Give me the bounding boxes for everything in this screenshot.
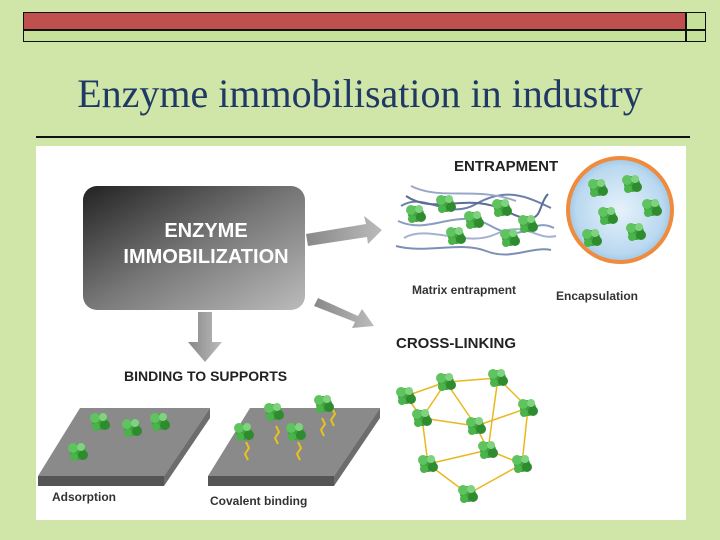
arrow-to-binding: [188, 312, 222, 362]
adsorption-label: Adsorption: [52, 490, 116, 504]
covalent-plate-top: [208, 408, 380, 476]
header-corner-square-top: [686, 12, 706, 30]
slide-title: Enzyme immobilisation in industry: [0, 70, 720, 117]
figure-graphic: [36, 146, 686, 520]
immobilization-figure: ENZYME IMMOBILIZATION ENTRAPMENT Matrix …: [36, 146, 686, 520]
cross-linking-label: CROSS-LINKING: [396, 335, 516, 352]
box-line-1: ENZYME: [96, 218, 316, 244]
header-bar-red: [23, 12, 686, 30]
covalent-plate-front: [208, 476, 334, 486]
title-divider: [36, 136, 690, 138]
binding-to-supports-label: BINDING TO SUPPORTS: [124, 368, 287, 384]
header-corner-square-bottom: [686, 30, 706, 42]
encapsulation-label: Encapsulation: [556, 289, 638, 303]
header-bar-green: [23, 30, 686, 42]
matrix-entrapment-label: Matrix entrapment: [412, 283, 516, 297]
adsorption-plate-front: [38, 476, 164, 486]
crosslinked-enzymes: [396, 369, 538, 503]
covalent-binding-label: Covalent binding: [210, 494, 307, 508]
enzyme-immobilization-label: ENZYME IMMOBILIZATION: [96, 218, 316, 270]
arrow-to-entrapment: [306, 216, 382, 246]
adsorption-plate-top: [38, 408, 210, 476]
crosslink-lines: [406, 378, 528, 494]
entrapment-label: ENTRAPMENT: [454, 158, 558, 175]
arrow-to-crosslinking: [314, 298, 374, 328]
box-line-2: IMMOBILIZATION: [96, 244, 316, 270]
